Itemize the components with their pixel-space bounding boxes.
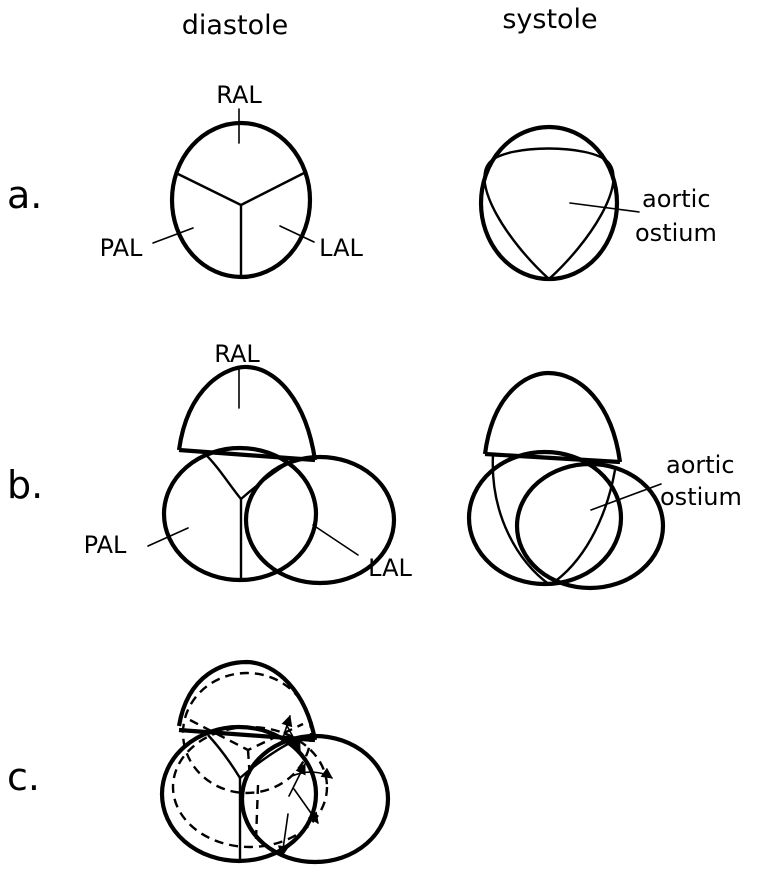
svg-text:ostium: ostium [635,219,717,247]
column-title-diastole: diastole [182,10,288,41]
svg-text:RAL: RAL [216,81,262,109]
valve-b-diastole [164,367,394,583]
valve-a-diastole [172,123,310,277]
svg-text:aortic: aortic [666,451,735,479]
valve-c-diastole [162,662,388,862]
valve-a-systole [481,127,617,279]
svg-text:PAL: PAL [100,234,143,262]
label-aortic-ostium-a: aortic ostium [570,185,717,247]
row-label-a: a. [7,173,42,217]
label-lal-a: LAL [280,226,363,262]
svg-text:LAL: LAL [319,234,363,262]
svg-text:LAL: LAL [368,554,412,582]
svg-text:aortic: aortic [642,185,711,213]
label-ral-a: RAL [216,81,262,143]
row-label-c: c. [7,755,40,799]
valve-b-systole [469,373,663,588]
svg-text:PAL: PAL [84,531,127,559]
svg-text:ostium: ostium [660,483,742,511]
row-label-b: b. [7,463,43,507]
label-pal-a: PAL [100,228,193,262]
column-title-systole: systole [502,4,597,35]
svg-text:RAL: RAL [214,340,260,368]
